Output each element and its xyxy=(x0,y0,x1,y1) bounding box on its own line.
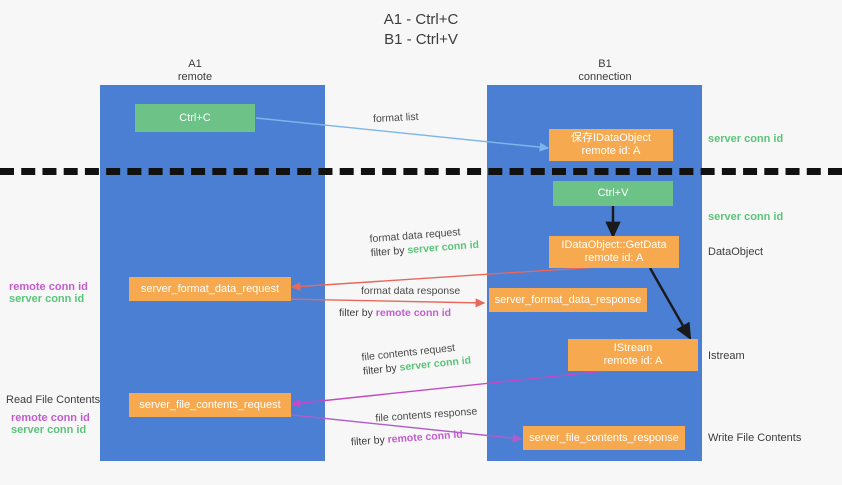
title-line-1: A1 - Ctrl+C xyxy=(383,11,459,28)
connector-label-format-data-response: format data response filter by remote co… xyxy=(339,284,461,320)
box-save-idataobject-line1: 保存IDataObject xyxy=(570,132,652,144)
box-ctrl-v-label: Ctrl+V xyxy=(597,187,629,199)
filter-prefix: filter by xyxy=(350,433,389,449)
left-label-remote-conn-id-1: remote conn id xyxy=(9,281,88,293)
right-label-istream: Istream xyxy=(708,350,745,362)
filter-prefix: filter by xyxy=(370,244,408,260)
box-ctrl-c[interactable]: Ctrl+C xyxy=(135,104,255,132)
box-save-idataobject-line2: remote id: A xyxy=(581,145,641,157)
lane-a1-name: A1 xyxy=(188,58,202,70)
connector-file-contents-response-filter: filter by remote conn id xyxy=(350,426,479,449)
box-server-format-data-response-label: server_format_data_response xyxy=(494,293,642,306)
right-label-server-conn-id-top: server conn id xyxy=(708,133,784,145)
box-save-idataobject[interactable]: 保存IDataObject remote id: A xyxy=(549,129,673,161)
phase-divider xyxy=(0,168,842,175)
box-istream-line1: IStream xyxy=(613,342,653,354)
box-server-format-data-request[interactable]: server_format_data_request xyxy=(129,277,291,301)
box-ctrl-c-label: Ctrl+C xyxy=(179,111,211,124)
box-server-file-contents-response-label: server_file_contents_response xyxy=(529,431,679,444)
left-label-server-conn-id-2: server conn id xyxy=(11,424,87,436)
connector-label-format-data-request: format data request filter by server con… xyxy=(369,224,479,260)
box-server-file-contents-request-label: server_file_contents_request xyxy=(139,398,281,411)
box-server-file-contents-request[interactable]: server_file_contents_request xyxy=(129,393,291,417)
left-label-read-file-contents: Read File Contents xyxy=(6,394,101,406)
box-idataobject-getdata-line2: remote id: A xyxy=(584,252,644,264)
lane-a1-subtitle: remote xyxy=(177,71,213,83)
right-label-server-conn-id-mid: server conn id xyxy=(708,211,784,223)
right-label-write-file-contents: Write File Contents xyxy=(708,432,802,444)
connector-format-data-response-filter: filter by remote conn id xyxy=(339,306,460,320)
left-label-server-conn-id-1: server conn id xyxy=(9,293,85,305)
box-server-format-data-request-label: server_format_data_request xyxy=(140,282,280,295)
box-idataobject-getdata-line1: IDataObject::GetData xyxy=(561,239,667,251)
box-server-format-data-response[interactable]: server_format_data_response xyxy=(489,288,647,312)
lane-b1-subtitle: connection xyxy=(578,71,632,83)
box-istream-line2: remote id: A xyxy=(603,355,663,367)
filter-prefix: filter by xyxy=(339,307,376,319)
filter-prefix: filter by xyxy=(362,361,401,378)
box-idataobject-getdata[interactable]: IDataObject::GetData remote id: A xyxy=(549,236,679,268)
box-server-file-contents-response[interactable]: server_file_contents_response xyxy=(523,426,685,450)
connector-label-file-contents-response: file contents response filter by remote … xyxy=(351,404,479,448)
title-line-2: B1 - Ctrl+V xyxy=(384,31,458,48)
box-ctrl-v[interactable]: Ctrl+V xyxy=(553,181,673,206)
connector-label-file-contents-request: file contents request filter by server c… xyxy=(361,339,472,378)
lane-b1-name: B1 xyxy=(598,58,612,70)
lane-header-a1: A1 remote xyxy=(130,58,260,84)
lane-header-b1: B1 connection xyxy=(530,58,680,84)
right-label-dataobject: DataObject xyxy=(708,246,764,258)
page-title: A1 - Ctrl+C B1 - Ctrl+V xyxy=(0,10,842,50)
filter-value-remote-conn-id: remote conn id xyxy=(387,428,464,446)
connector-format-data-response-text: format data response xyxy=(361,285,461,297)
connector-label-format-list: format list xyxy=(373,110,419,126)
connector-file-contents-response-text: file contents response xyxy=(374,405,478,425)
left-label-remote-conn-id-2: remote conn id xyxy=(11,412,90,424)
box-istream[interactable]: IStream remote id: A xyxy=(568,339,698,371)
filter-value-remote-conn-id: remote conn id xyxy=(375,307,452,319)
connector-format-list-text: format list xyxy=(372,110,419,126)
